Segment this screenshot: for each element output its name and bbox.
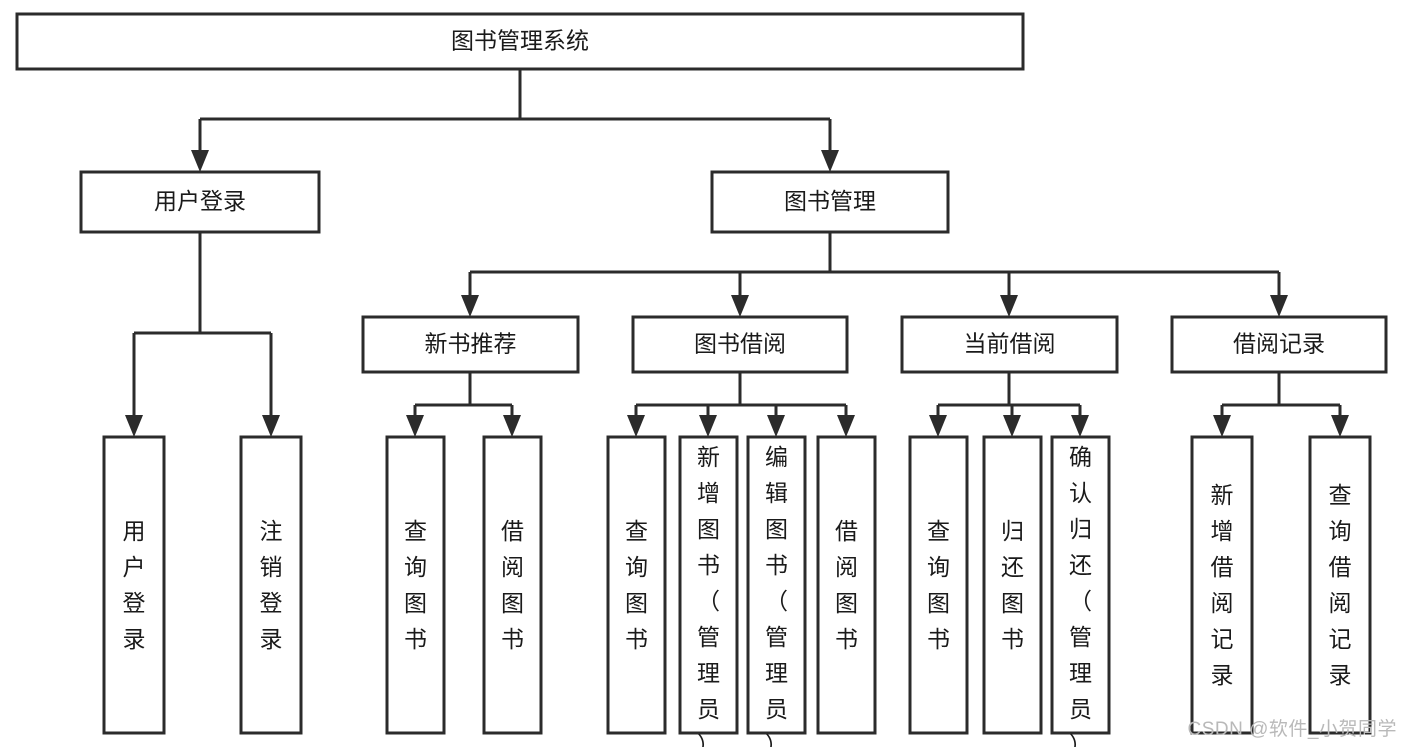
arrow-head-icon: [837, 415, 855, 437]
arrow-head-icon: [731, 295, 749, 317]
node-leaf-query-book-recommend[interactable]: 查询图书: [385, 435, 446, 735]
connectors-layer: [125, 69, 1349, 437]
node-label: 当前借阅: [964, 331, 1056, 357]
node-leaf-borrow-book-recommend[interactable]: 借阅图书: [482, 435, 543, 735]
node-label: 新增图书（管理员）: [697, 444, 720, 747]
node-leaf-add-book[interactable]: 新增图书（管理员）: [678, 435, 739, 747]
node-borrow-record[interactable]: 借阅记录: [1170, 315, 1388, 374]
node-leaf-logout[interactable]: 注销登录: [239, 435, 303, 735]
arrow-head-icon: [1213, 415, 1231, 437]
node-label: 新书推荐: [425, 331, 517, 357]
arrow-head-icon: [767, 415, 785, 437]
arrow-head-icon: [1270, 295, 1288, 317]
node-current-borrow[interactable]: 当前借阅: [900, 315, 1119, 374]
node-leaf-user-login[interactable]: 用户登录: [102, 435, 166, 735]
connector-conn-record-to-leaves: [1213, 372, 1349, 437]
nodes-layer: 图书管理系统用户登录图书管理新书推荐图书借阅当前借阅借阅记录用户登录注销登录查询…: [15, 12, 1388, 747]
arrow-head-icon: [406, 415, 424, 437]
watermark-text: CSDN @软件_小贺同学: [1187, 719, 1397, 740]
connector-conn-recommend-to-leaves: [406, 372, 521, 437]
arrow-head-icon: [929, 415, 947, 437]
node-label: 图书借阅: [694, 331, 786, 357]
node-label: 用户登录: [154, 188, 246, 214]
node-leaf-borrow-book[interactable]: 借阅图书: [816, 435, 877, 735]
node-label: 图书管理: [784, 188, 876, 214]
node-leaf-add-borrow-record[interactable]: 新增借阅记录: [1190, 435, 1254, 735]
node-label: 借阅图书: [835, 518, 858, 652]
arrow-head-icon: [125, 415, 143, 437]
node-leaf-edit-book[interactable]: 编辑图书（管理员）: [746, 435, 807, 747]
arrow-head-icon: [1071, 415, 1089, 437]
arrow-head-icon: [1000, 295, 1018, 317]
arrow-head-icon: [627, 415, 645, 437]
arrow-head-icon: [699, 415, 717, 437]
node-label: 图书管理系统: [451, 28, 589, 54]
arrow-head-icon: [821, 150, 839, 172]
node-book-manage[interactable]: 图书管理: [710, 170, 950, 234]
node-leaf-query-book-borrow[interactable]: 查询图书: [606, 435, 667, 735]
node-label: 用户登录: [123, 518, 146, 652]
connector-conn-book-manage-to-level3: [461, 232, 1288, 317]
node-label: 编辑图书（管理员）: [765, 444, 788, 747]
arrow-head-icon: [1331, 415, 1349, 437]
node-label: 查询借阅记录: [1329, 482, 1352, 688]
node-leaf-confirm-return[interactable]: 确认归还（管理员）: [1050, 435, 1111, 747]
arrow-head-icon: [1003, 415, 1021, 437]
node-leaf-query-book-current[interactable]: 查询图书: [908, 435, 969, 735]
node-label: 注销登录: [260, 518, 283, 652]
connector-conn-user-login-to-leaves: [125, 232, 280, 437]
node-label: 归还图书: [1001, 518, 1024, 652]
node-root[interactable]: 图书管理系统: [15, 12, 1025, 71]
node-leaf-query-borrow-record[interactable]: 查询借阅记录: [1308, 435, 1372, 735]
node-label: 新增借阅记录: [1211, 482, 1234, 688]
node-book-borrow[interactable]: 图书借阅: [631, 315, 849, 374]
connector-conn-root-to-level2: [191, 69, 839, 172]
arrow-head-icon: [461, 295, 479, 317]
arrow-head-icon: [503, 415, 521, 437]
node-label: 查询图书: [927, 518, 950, 652]
connector-conn-current-to-leaves: [929, 372, 1089, 437]
node-new-book-recommend[interactable]: 新书推荐: [361, 315, 580, 374]
node-label: 确认归还（管理员）: [1069, 444, 1092, 747]
node-leaf-return-book[interactable]: 归还图书: [982, 435, 1043, 735]
arrow-head-icon: [191, 150, 209, 172]
connector-conn-borrow-to-leaves: [627, 372, 855, 437]
node-label: 查询图书: [625, 518, 648, 652]
node-label: 借阅图书: [501, 518, 524, 652]
node-label: 借阅记录: [1233, 331, 1325, 357]
arrow-head-icon: [262, 415, 280, 437]
node-label: 查询图书: [404, 518, 427, 652]
node-user-login[interactable]: 用户登录: [79, 170, 321, 234]
